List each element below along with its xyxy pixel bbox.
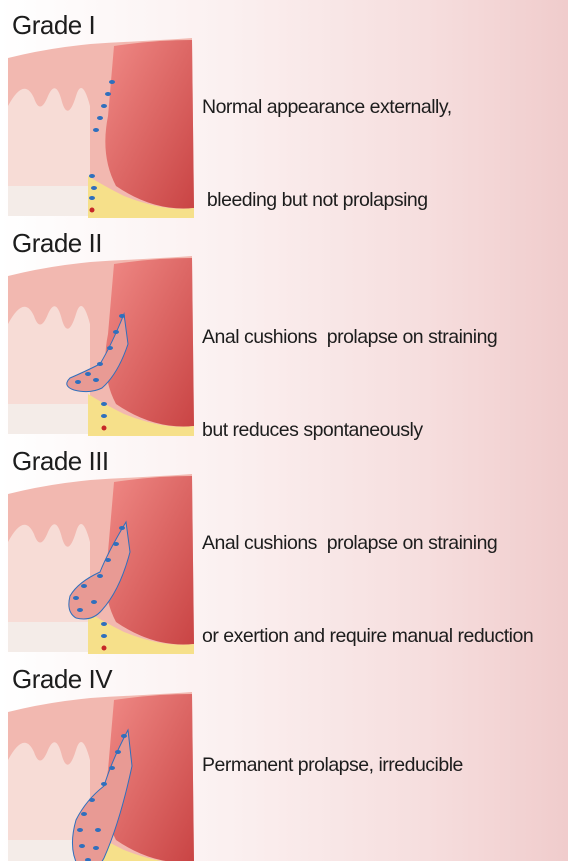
grade-4-description-line-1: Permanent prolapse, irreducible — [202, 750, 463, 781]
grade-2-panel: Grade II Anal cushions prolapse on strai… — [0, 228, 568, 442]
grade-2-description-line-1: Anal cushions prolapse on straining — [202, 322, 497, 353]
grade-3-description-line-1: Anal cushions prolapse on straining — [202, 528, 533, 559]
grade-1-panel: Grade I Normal appearance externally, bl… — [0, 10, 568, 224]
grade-1-description-line-2: bleeding but not prolapsing — [202, 185, 452, 216]
grade-4-description: Permanent prolapse, irreducible — [202, 688, 463, 843]
grade-3-illustration — [4, 472, 200, 658]
grade-1-illustration — [4, 36, 200, 222]
grade-3-description-line-2: or exertion and require manual reduction — [202, 621, 533, 652]
grade-4-illustration — [4, 690, 200, 861]
grade-1-description-line-1: Normal appearance externally, — [202, 92, 452, 123]
grade-4-panel: Grade IV Permanent prolapse, irreducible — [0, 664, 568, 861]
grade-2-description-line-2: but reduces spontaneously — [202, 415, 497, 446]
grade-2-illustration — [4, 254, 200, 440]
grade-3-panel: Grade III Anal cushions prolapse on stra… — [0, 446, 568, 660]
